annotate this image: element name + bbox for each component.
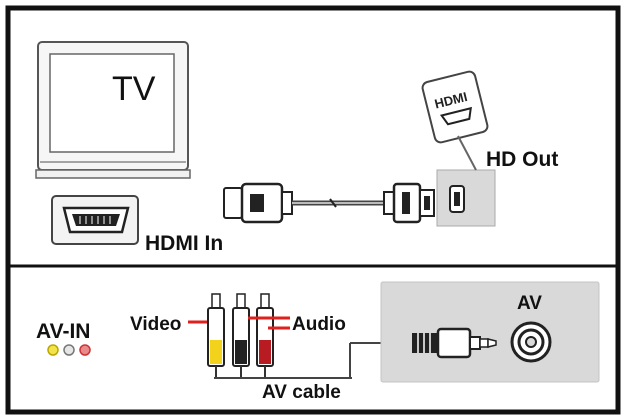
hdmi-callout-badge: HDMI xyxy=(421,70,489,171)
av-port-panel xyxy=(380,281,600,383)
av-in-jacks-icon xyxy=(47,344,91,356)
hd-out-label: HD Out xyxy=(486,148,558,171)
audio-label: Audio xyxy=(292,314,346,335)
av-label: AV xyxy=(517,293,542,314)
hd-out-port-panel xyxy=(436,169,496,227)
tv-illustration: TV xyxy=(35,41,191,179)
tv-label: TV xyxy=(112,70,156,108)
hdmi-cable xyxy=(223,182,435,224)
hdmi-in-label: HDMI In xyxy=(145,232,223,255)
hdmi-in-port-icon xyxy=(51,195,139,245)
av-cable-label: AV cable xyxy=(262,382,341,403)
video-label: Video xyxy=(130,314,181,335)
av-in-label: AV-IN xyxy=(36,320,90,343)
rca-plugs xyxy=(207,293,412,379)
